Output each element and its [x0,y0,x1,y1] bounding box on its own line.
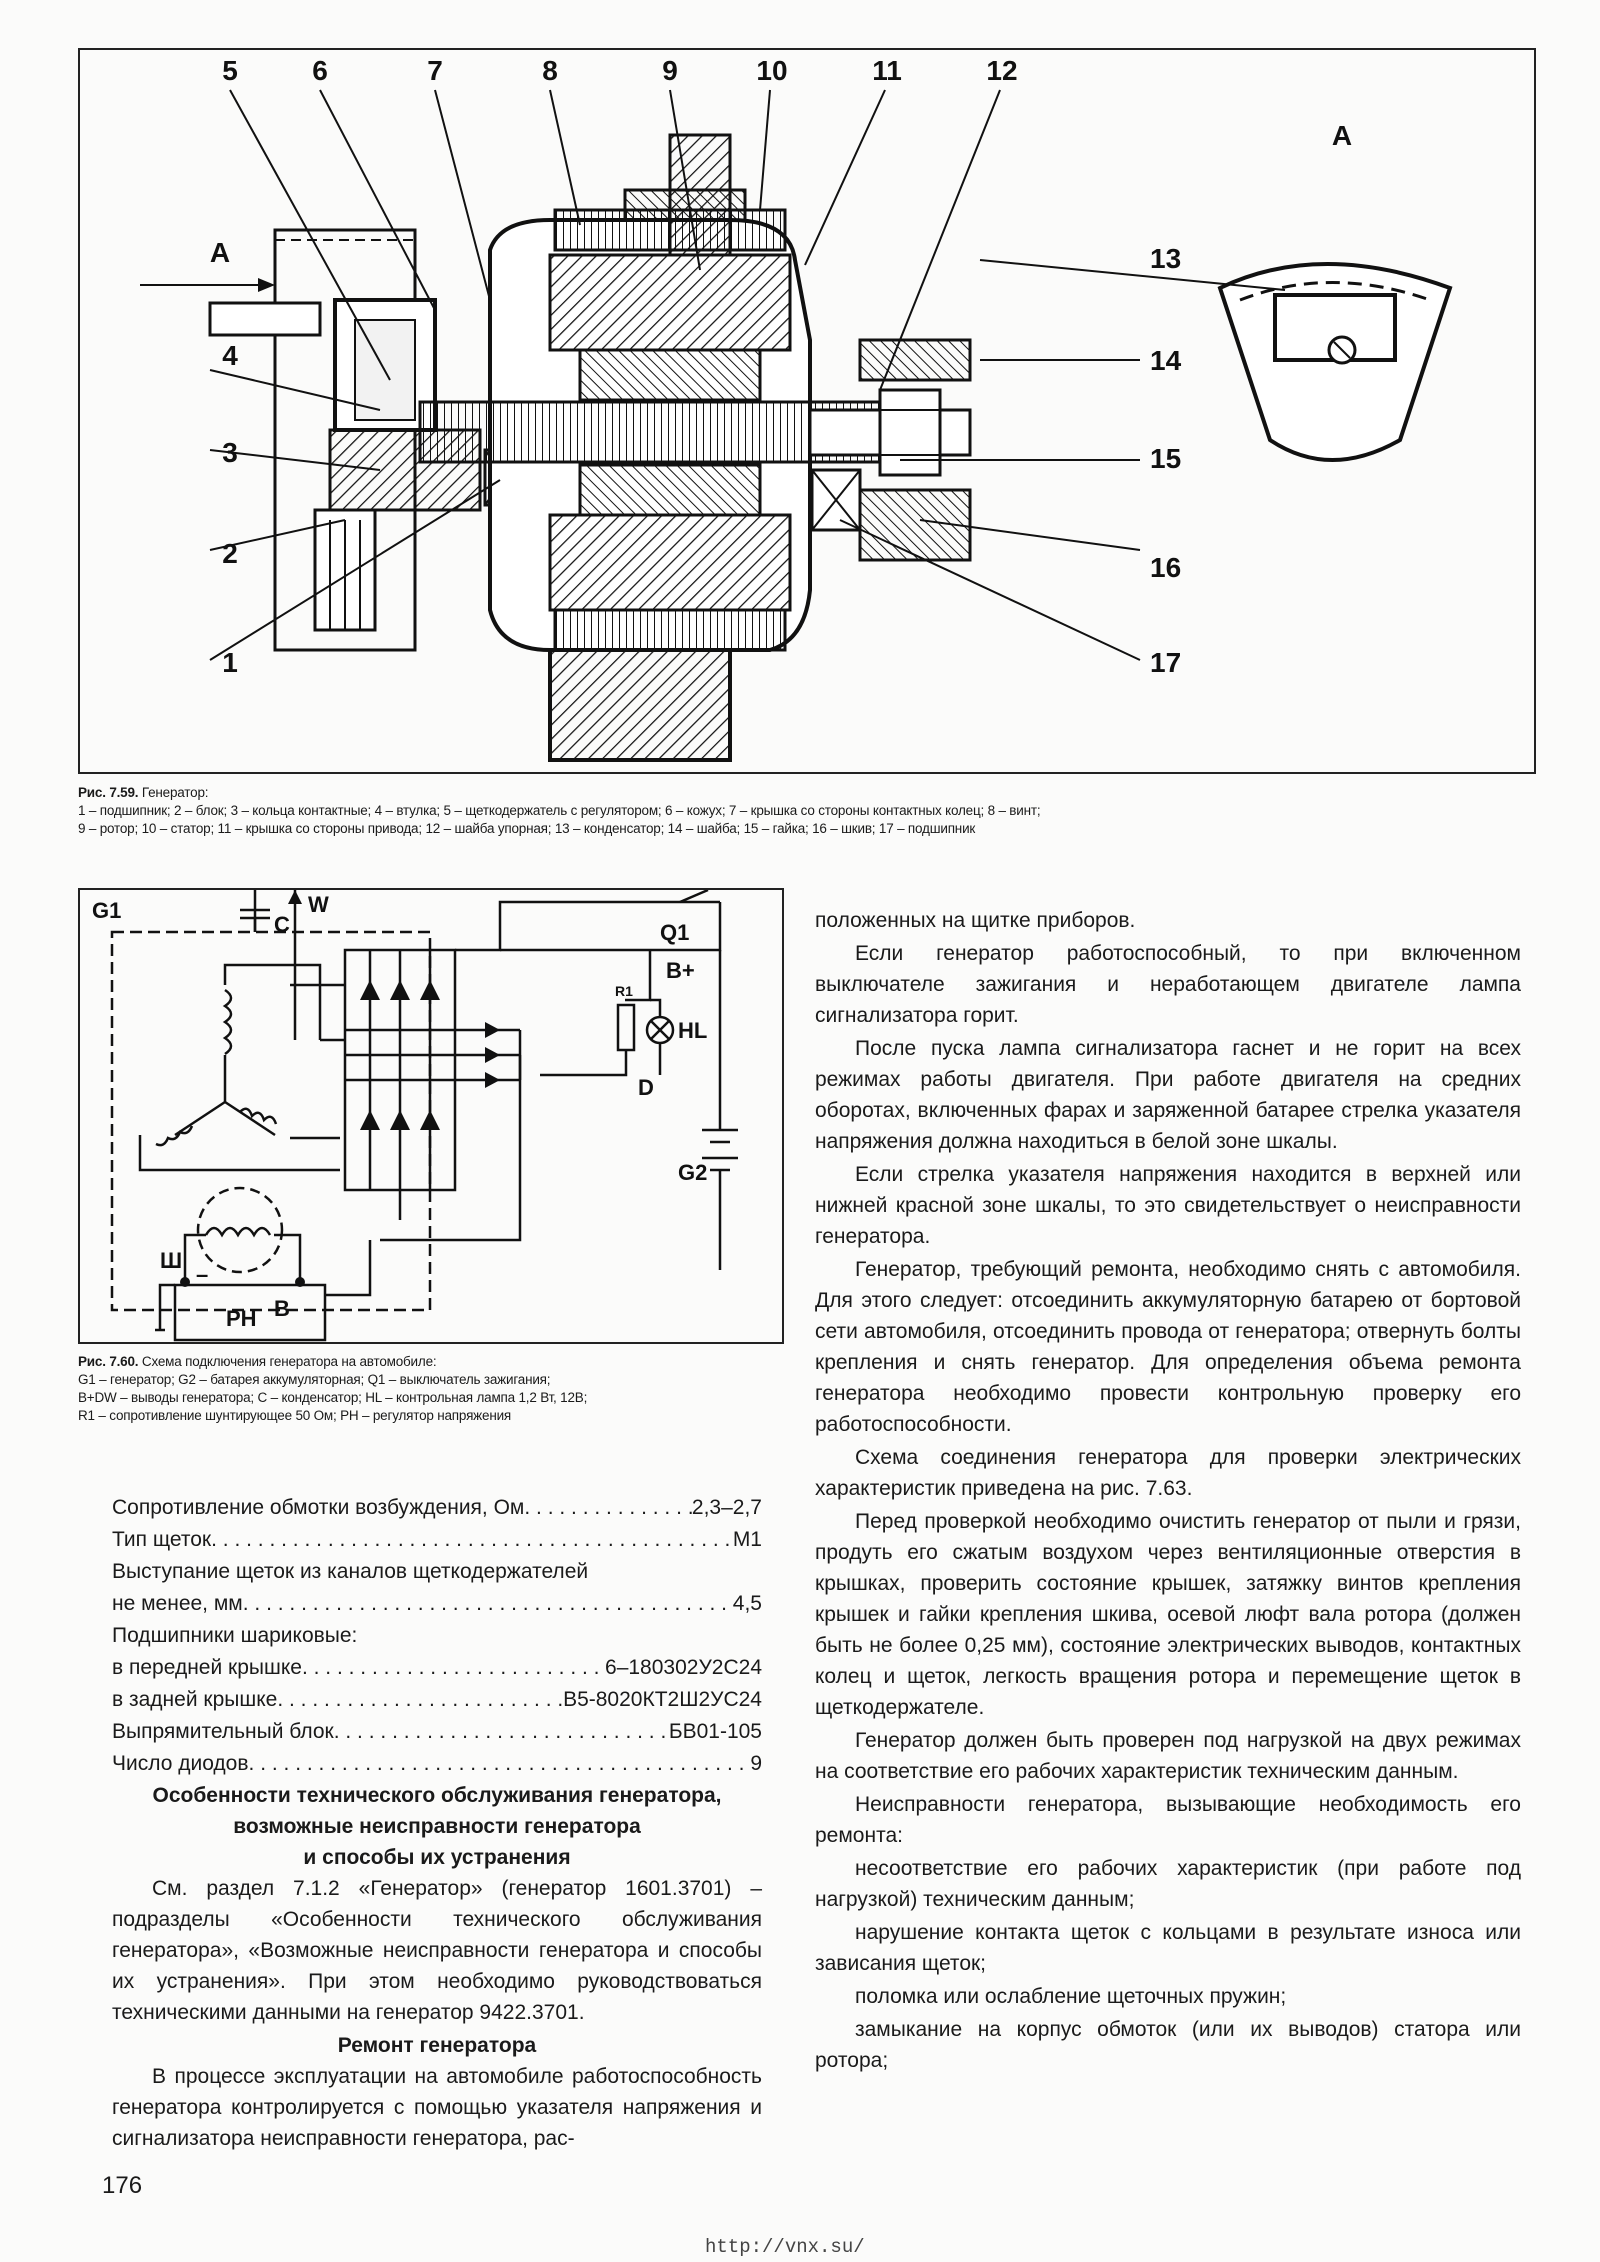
caption-line: G1 – генератор; G2 – батарея аккумулятор… [78,1372,551,1387]
caption-line: 1 – подшипник; 2 – блок; 3 – кольца конт… [78,803,1041,818]
spec-value: В5-8020КТ2Ш2УС24 [563,1688,762,1711]
label-rn: РН [226,1306,257,1331]
caption-line: B+DW – выводы генератора; C – конденсато… [78,1390,588,1405]
label-hl: HL [678,1018,707,1043]
callout-12: 12 [986,55,1017,86]
spec-value: М1 [732,1528,762,1551]
caption-line: R1 – сопротивление шунтирующее 50 Ом; РН… [78,1408,512,1423]
spec-row: в передней крышке6–180302У2С24 [112,1652,762,1684]
view-a-label: A [1332,120,1352,151]
spec-value: 6–180302У2С24 [605,1656,762,1679]
section-heading: Ремонт генератора [337,2034,537,2057]
label-d: D [638,1075,654,1100]
callout-7: 7 [427,55,443,86]
spec-value: БВ01-105 [668,1720,762,1743]
callout-8: 8 [542,55,558,86]
spec-row: Выступание щеток из каналов щеткодержате… [112,1560,589,1583]
caption-line: 9 – ротор; 10 – статор; 11 – крышка со с… [78,821,976,836]
section-heading: возможные неисправности генератора [233,1815,641,1838]
spec-row: Тип щетокМ1 [112,1524,762,1556]
right-column: положенных на щитке приборов. Если генер… [815,905,1521,2078]
footer-url: http://vnx.su/ [705,2236,865,2258]
section-heading: и способы их устранения [303,1846,571,1869]
label-b-plus: B+ [666,958,695,983]
list-item: замыкание на корпус обмоток (или их выво… [815,2018,1521,2072]
label-c: C [274,912,290,937]
caption-name: Генератор: [141,785,209,800]
spec-value: 2,3–2,7 [691,1496,762,1519]
callout-16: 16 [1150,552,1181,583]
callout-11: 11 [872,55,902,86]
spec-row: не менее, мм4,5 [112,1588,762,1620]
generator-drawing-figure: 5 6 7 8 9 10 11 12 A 13 14 15 16 17 A 4 … [78,48,1536,774]
paragraph: Генератор, требующий ремонта, необходимо… [815,1258,1521,1436]
label-q1: Q1 [660,920,689,945]
label-g2: G2 [678,1160,707,1185]
page-number: 176 [102,2172,143,2199]
label-minus: – [196,1262,208,1287]
section-heading: Особенности технического обслуживания ге… [152,1784,722,1807]
generator-specs-list: Сопротивление обмотки возбуждения, Ом2,3… [112,1492,762,1780]
paragraph: Неисправности генератора, вызывающие нео… [815,1793,1521,1847]
paragraph: Если генератор работоспособный, то при в… [815,942,1521,1027]
callout-9: 9 [662,55,678,86]
label-r1: R1 [615,983,633,999]
label-g1: G1 [92,898,121,923]
spec-value: 4,5 [732,1592,762,1615]
callout-3: 3 [222,437,238,468]
spec-row: Подшипники шариковые: [112,1624,358,1647]
callout-2: 2 [222,538,238,569]
paragraph: Перед проверкой необходимо очистить гене… [815,1510,1521,1719]
spec-row: Число диодов9 [112,1748,762,1780]
wiring-diagram-figure: G1 C W Q1 B+ R1 HL D G2 Ш – РН В [78,888,784,1344]
callout-14: 14 [1150,345,1182,376]
list-item: нарушение контакта щеток с кольцами в ре… [815,1921,1521,1975]
paragraph: См. раздел 7.1.2 «Генератор» (генератор … [112,1877,762,2024]
callout-5: 5 [222,55,238,86]
spec-row: Сопротивление обмотки возбуждения, Ом2,3… [112,1492,762,1524]
caption-name: Схема подключения генератора на автомоби… [141,1354,437,1369]
generator-cross-section-drawing: 5 6 7 8 9 10 11 12 A 13 14 15 16 17 A 4 … [140,55,1453,762]
label-w: W [308,892,329,917]
paragraph: Схема соединения генератора для проверки… [815,1446,1521,1500]
caption-title: Рис. 7.59. [78,785,139,800]
label-sh: Ш [160,1248,182,1273]
callout-13: 13 [1150,243,1181,274]
label-b: В [274,1296,290,1321]
spec-value: 9 [750,1752,762,1775]
paragraph: После пуска лампа сигнализатора гаснет и… [815,1037,1521,1153]
callout-6: 6 [312,55,328,86]
paragraph: положенных на щитке приборов. [815,909,1136,932]
wiring-schematic: G1 C W Q1 B+ R1 HL D G2 Ш – РН В [92,890,738,1342]
paragraph: В процессе эксплуатации на автомобиле ра… [112,2065,762,2150]
arrow-a-label: A [210,237,230,268]
left-column: Особенности технического обслуживания ге… [112,1780,762,2156]
caption-title: Рис. 7.60. [78,1354,139,1369]
callout-17: 17 [1150,647,1181,678]
list-item: несоответствие его рабочих характеристик… [815,1857,1521,1911]
callout-10: 10 [756,55,787,86]
spec-row: Выпрямительный блокБВ01-105 [112,1716,762,1748]
callout-15: 15 [1150,443,1181,474]
paragraph: Генератор должен быть проверен под нагру… [815,1729,1521,1783]
spec-row: в задней крышкеВ5-8020КТ2Ш2УС24 [112,1684,762,1716]
paragraph: Если стрелка указателя напряжения находи… [815,1163,1521,1248]
callout-1: 1 [222,647,238,678]
figure-7-60-caption: Рис. 7.60. Схема подключения генератора … [78,1353,780,1425]
figure-7-59-caption: Рис. 7.59. Генератор: 1 – подшипник; 2 –… [78,784,1538,838]
list-item: поломка или ослабление щеточных пружин; [855,1985,1287,2008]
callout-4: 4 [222,340,238,371]
